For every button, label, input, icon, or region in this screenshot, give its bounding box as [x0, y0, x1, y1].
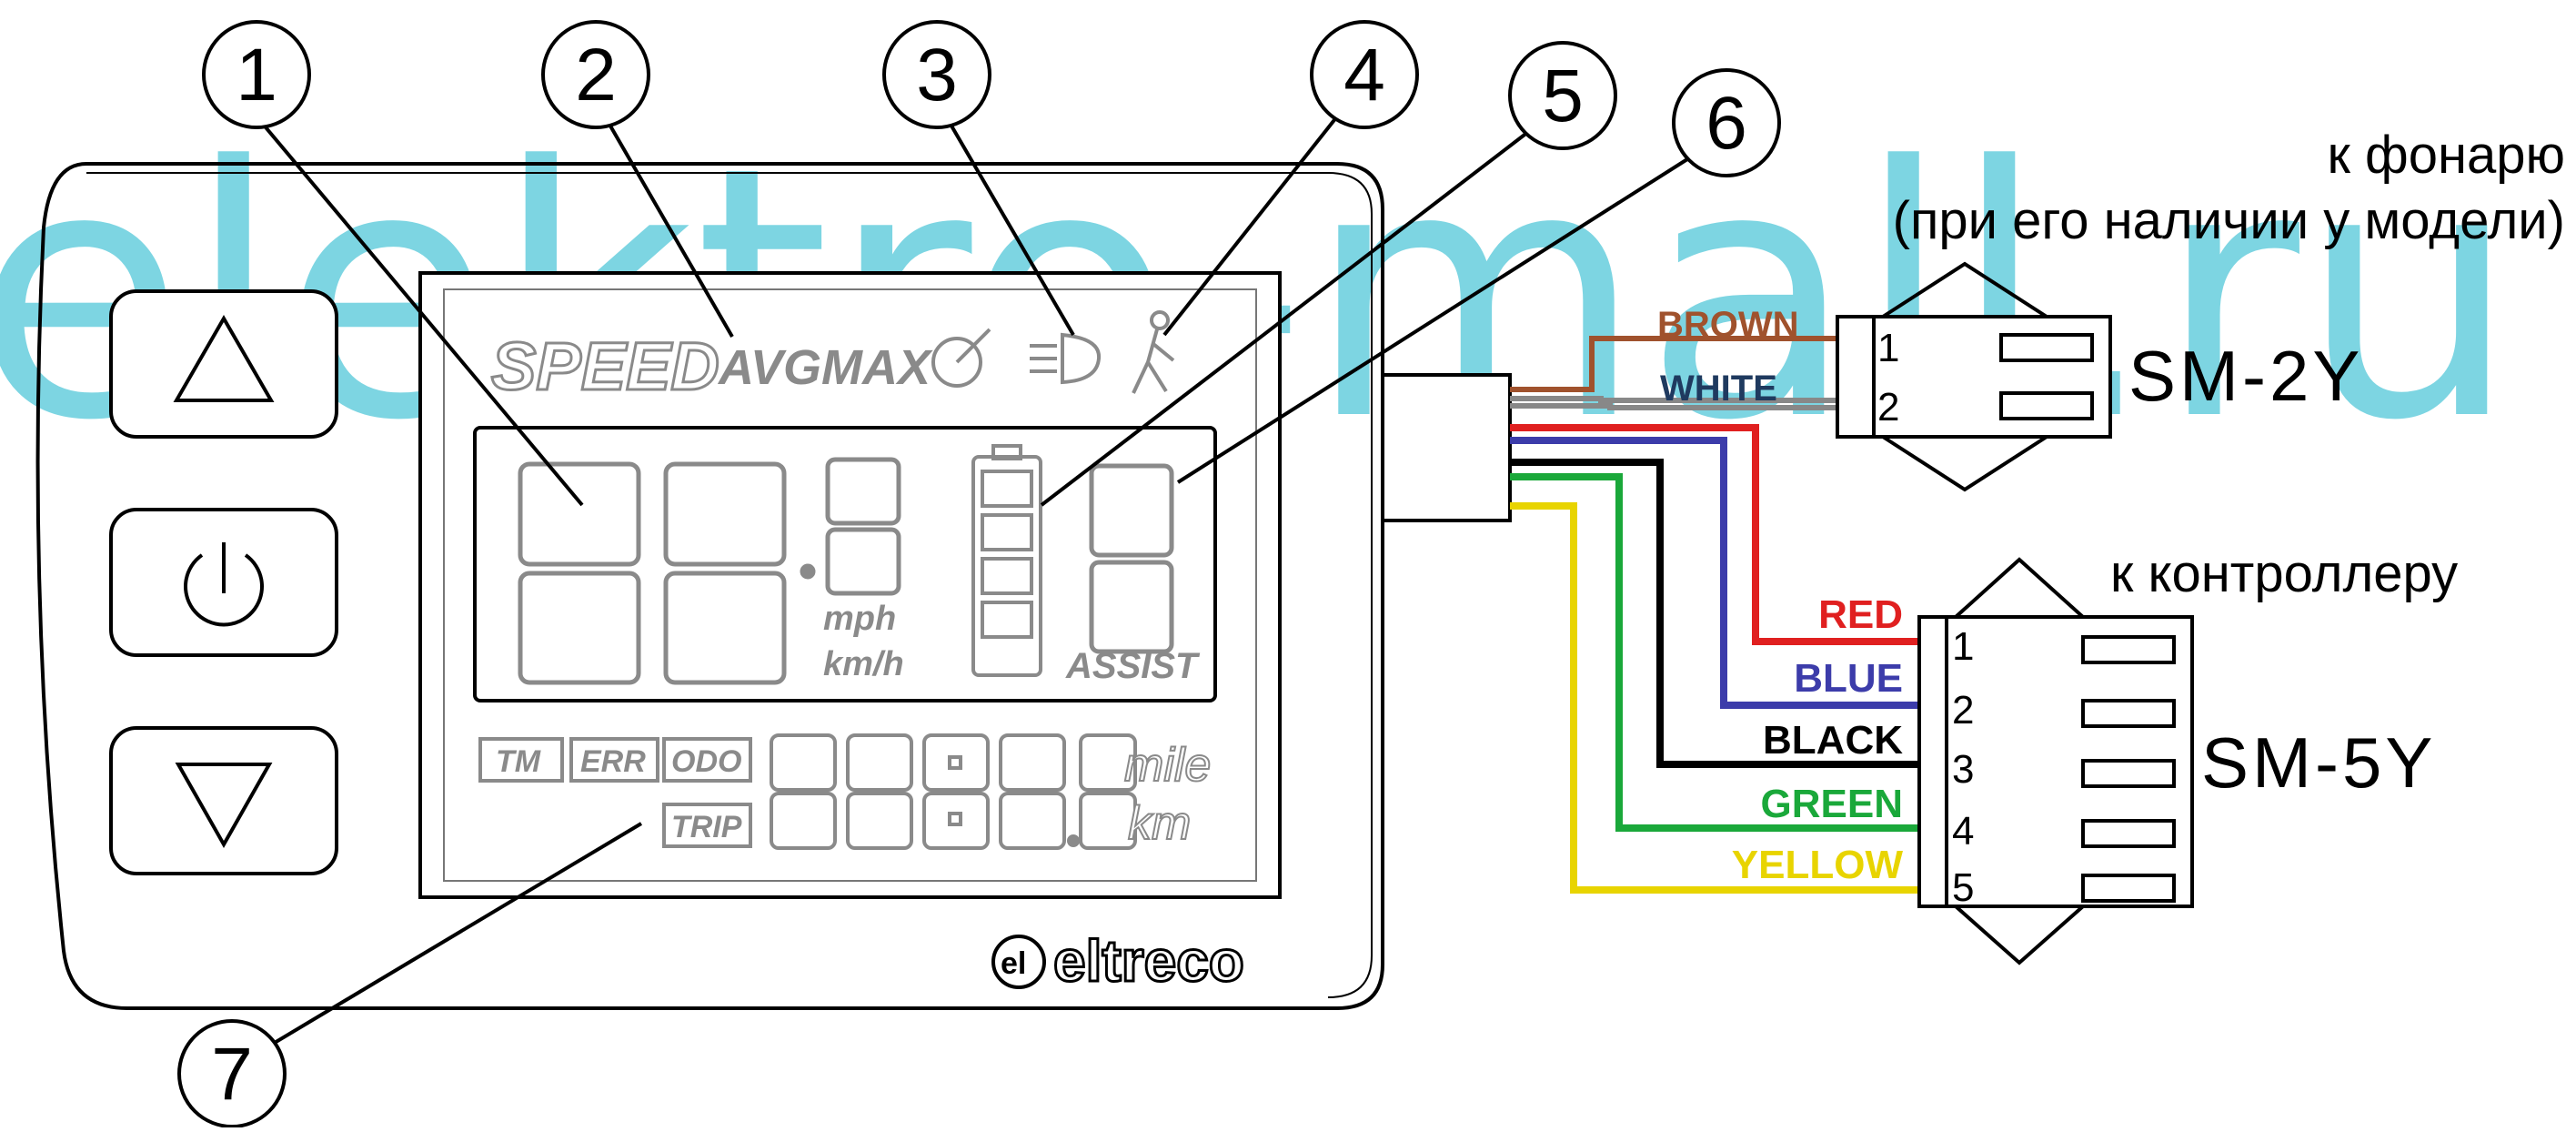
controller-caption: к контроллеру	[2110, 544, 2458, 603]
callout-number: 6	[1706, 82, 1747, 165]
callout-7: 7	[177, 822, 643, 1128]
down-button[interactable]	[109, 726, 338, 875]
sm-5y-connector	[1917, 557, 2194, 965]
sm2y-pin-1: 1	[1877, 326, 1899, 370]
odometer-digits	[770, 733, 1137, 850]
callout-number: 3	[916, 34, 958, 116]
decimal-point	[800, 563, 816, 580]
headlight-icon	[1030, 332, 1102, 385]
wire-label-red: RED	[1818, 592, 1903, 637]
wire-label-white: WHITE	[1660, 369, 1777, 409]
brand-name: eltreco	[1053, 928, 1244, 994]
callout-number: 5	[1542, 55, 1584, 137]
sm5y-pin-2: 2	[1952, 688, 1974, 733]
avgmax-label: AVGMAX	[717, 340, 933, 395]
odo-label: ODO	[671, 744, 741, 779]
trip-label: TRIP	[671, 810, 742, 844]
err-label: ERR	[580, 744, 646, 779]
power-icon	[184, 542, 264, 627]
light-wires	[1510, 336, 1851, 410]
unit-mph: mph	[823, 600, 896, 638]
odo-digit	[999, 733, 1066, 850]
callout-5: 5	[1040, 41, 1617, 507]
controller-wires	[1510, 424, 1919, 894]
callout-6: 6	[1176, 68, 1781, 484]
speed-digits	[518, 457, 901, 685]
light-caption-line1: к фонарю	[2327, 126, 2565, 185]
trip-indicator: TRIP	[662, 803, 752, 848]
power-button[interactable]	[109, 508, 338, 657]
odo-digit	[770, 733, 837, 850]
odo-indicator: ODO	[662, 737, 752, 783]
wire-label-yellow: YELLOW	[1732, 843, 1904, 887]
sm5y-pin-4: 4	[1952, 809, 1974, 854]
sm5y-pin-1: 1	[1952, 624, 1974, 669]
up-button[interactable]	[109, 289, 338, 439]
sm-2y-connector	[1836, 261, 2112, 492]
callout-number: 7	[211, 1033, 253, 1116]
callout-4: 4	[1162, 20, 1419, 337]
display-housing	[35, 162, 1384, 1010]
down-arrow-icon	[175, 763, 273, 849]
tm-label: TM	[496, 744, 541, 779]
brand-mark	[991, 935, 1046, 989]
brand-logo: el eltreco	[991, 927, 1245, 996]
assist-label: ASSIST	[1065, 646, 1201, 686]
callout-number: 4	[1343, 34, 1385, 116]
callout-number: 2	[575, 34, 617, 116]
battery-icon	[971, 444, 1042, 677]
sm5y-pin-5: 5	[1952, 865, 1974, 910]
odo-digit	[846, 733, 913, 850]
callout-3: 3	[882, 20, 1075, 337]
callout-number: 1	[236, 34, 277, 116]
odo-digit	[922, 733, 990, 850]
speed-digit-tens	[518, 461, 641, 685]
up-arrow-icon	[173, 315, 275, 402]
wire-label-blue: BLUE	[1794, 656, 1903, 701]
unit-km: km	[1128, 797, 1191, 850]
sm2y-pin-2: 2	[1877, 385, 1899, 430]
err-indicator: ERR	[569, 737, 659, 783]
wire-label-green: GREEN	[1761, 782, 1903, 826]
cable-stub	[1381, 373, 1512, 522]
lcd-inner-frame	[443, 288, 1257, 882]
sm-5y-model: SM-5Y	[2201, 723, 2436, 803]
odo-digit	[1079, 733, 1137, 850]
sm5y-pin-3: 3	[1952, 747, 1974, 792]
speed-digit-tenths	[825, 457, 901, 596]
light-caption-line2: (при его наличии у модели)	[1893, 191, 2565, 250]
housing-inner-edge	[86, 172, 1373, 998]
walk-assist-icon	[1132, 310, 1175, 394]
unit-kmh: km/h	[823, 645, 904, 683]
wire-label-brown: BROWN	[1657, 305, 1799, 345]
sm-2y-model: SM-2Y	[2128, 336, 2363, 416]
callout-1: 1	[202, 20, 584, 507]
callout-2: 2	[541, 20, 734, 339]
assist-digit	[1089, 463, 1174, 654]
wire-label-black: BLACK	[1763, 718, 1903, 763]
speed-digit-ones	[663, 461, 787, 685]
main-digit-area	[473, 426, 1217, 702]
speed-label: SPEED	[491, 328, 719, 404]
unit-mile: mile	[1124, 739, 1211, 792]
brand-mark-text: el	[1001, 946, 1026, 981]
speedometer-icon	[931, 328, 991, 388]
tm-indicator: TM	[478, 737, 564, 783]
